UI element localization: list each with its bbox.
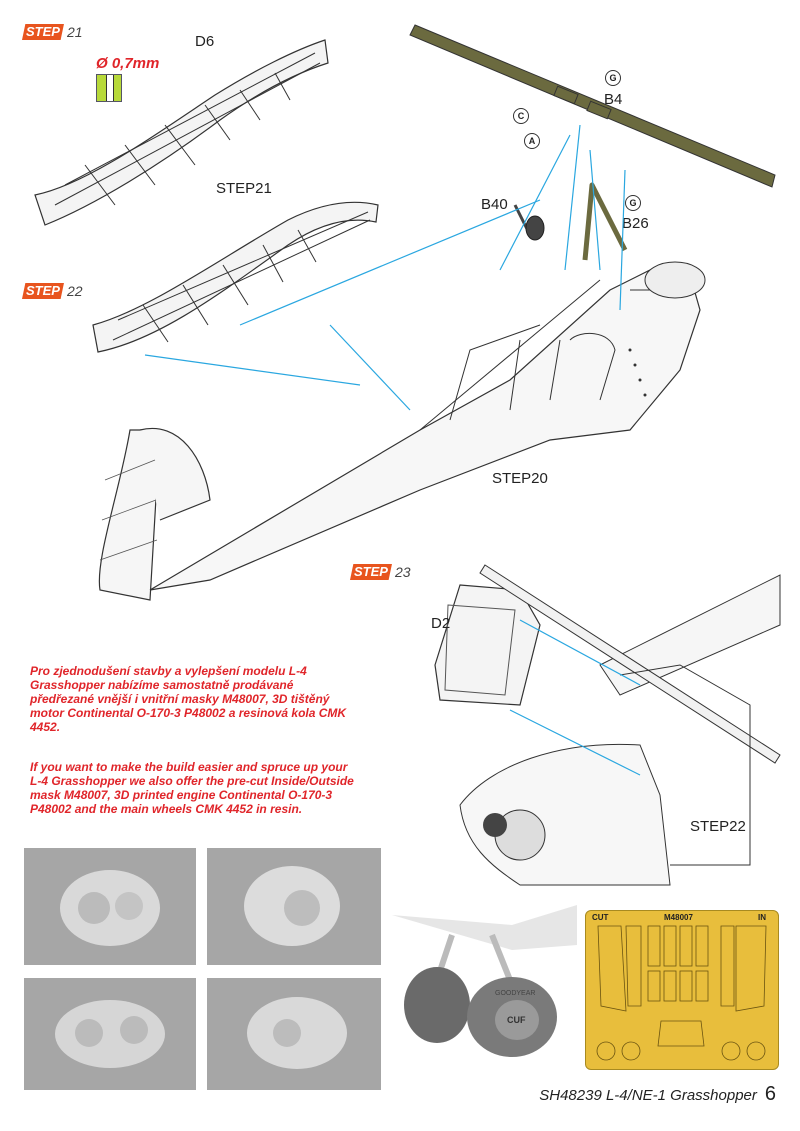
engine-render xyxy=(60,870,160,946)
step-tag: STEP xyxy=(350,564,392,580)
engine-photo-2 xyxy=(207,848,381,965)
step-number: 22 xyxy=(66,283,83,299)
step-21-badge: STEP 21 xyxy=(22,23,83,41)
step21-label: STEP21 xyxy=(216,180,272,197)
step-tag: STEP xyxy=(22,24,64,40)
fuselage-step23-drawing xyxy=(434,564,781,886)
engine-render xyxy=(55,1000,165,1068)
page-number: 6 xyxy=(764,1083,776,1105)
wing-bar-drawing xyxy=(409,24,776,188)
part-label-d2: D2 xyxy=(431,615,451,632)
part-label-b40: B40 xyxy=(481,196,508,213)
step-number: 21 xyxy=(66,24,83,40)
engine-render xyxy=(247,997,347,1069)
wheel-brand-text: GOODYEAR xyxy=(495,990,535,997)
step22-label: STEP22 xyxy=(690,818,746,835)
engine-photo-4 xyxy=(207,978,381,1090)
glue-marker-c-icon: C xyxy=(513,108,529,124)
main-wheels-image: GOODYEAR CUF xyxy=(392,905,577,1057)
mask-code-label: M48007 xyxy=(664,913,693,922)
part-label-b4: B4 xyxy=(604,91,623,108)
part-label-d6: D6 xyxy=(195,33,215,50)
fuselage-step20-drawing xyxy=(98,124,706,601)
wing-panel-step21-drawing xyxy=(92,201,379,353)
step-number: 23 xyxy=(394,564,411,580)
part-b26-strut-drawing xyxy=(582,182,628,261)
engine-photo-1 xyxy=(24,848,196,965)
mask-sheet-m48007: CUT M48007 IN xyxy=(585,910,779,1070)
step-22-badge: STEP 22 xyxy=(22,282,83,300)
part-label-b26: B26 xyxy=(622,215,649,232)
wing-panel-d6-drawing xyxy=(34,39,329,226)
wheel-logo-text: CUF xyxy=(507,1015,526,1025)
step-tag: STEP xyxy=(22,283,64,299)
promo-text-english: If you want to make the build easier and… xyxy=(30,760,354,816)
engine-photo-3 xyxy=(24,978,196,1090)
glue-marker-g-icon: G xyxy=(625,195,641,211)
page-footer: SH48239 L-4/NE-1 Grasshopper 6 xyxy=(539,1083,776,1106)
mask-in-label: IN xyxy=(758,913,766,922)
footer-kit-code: SH48239 L-4/NE-1 Grasshopper xyxy=(539,1087,757,1104)
glue-marker-a-icon: A xyxy=(524,133,540,149)
drill-size-label: Ø 0,7mm xyxy=(96,55,160,72)
mask-shapes-drawing xyxy=(596,925,767,1061)
promo-text-czech: Pro zjednodušení stavby a vylepšení mode… xyxy=(30,664,347,734)
step-23-badge: STEP 23 xyxy=(350,563,411,581)
drill-icon xyxy=(96,74,122,102)
glue-marker-g-icon: G xyxy=(605,70,621,86)
engine-render xyxy=(244,866,340,946)
mask-cut-label: CUT xyxy=(592,913,609,922)
step20-label: STEP20 xyxy=(492,470,548,487)
